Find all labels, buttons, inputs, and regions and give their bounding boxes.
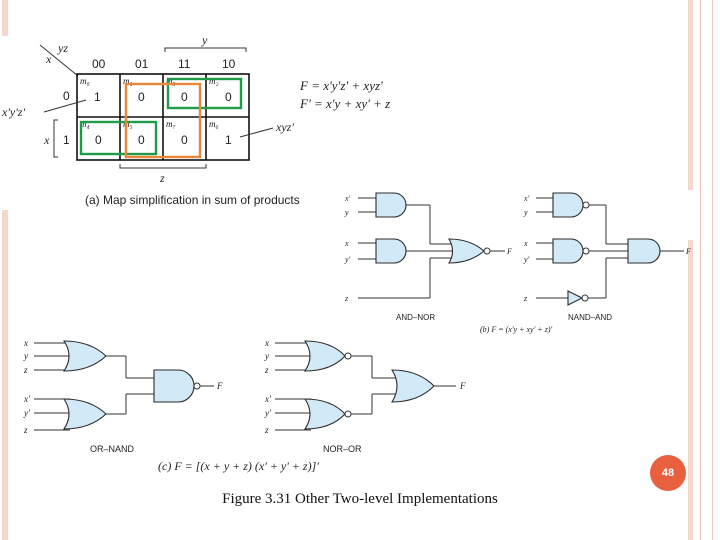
c-right-input-y: y — [264, 351, 269, 361]
equation-f-prime: F' = x'y + xy' + z — [299, 96, 390, 111]
kmap-x-label: x — [43, 133, 50, 147]
kmap-corner-diagonal — [39, 44, 79, 77]
kmap-row-header-1: 1 — [63, 133, 70, 147]
kmap-row-var: x — [45, 52, 52, 66]
c-right-output: F — [459, 381, 466, 391]
b-left-input-y: y — [344, 208, 349, 217]
kmap-cell-m2-label: m₂ — [209, 76, 219, 86]
kmap-z-brace — [119, 164, 207, 169]
b-left-input-z: z — [344, 294, 349, 303]
kmap-orange-group — [124, 82, 202, 159]
b-and-gate-out — [627, 238, 661, 264]
c-left-input-x: x — [23, 338, 28, 348]
b-label-and-nor: AND–NOR — [396, 313, 435, 322]
kmap-cell-m6-label: m₆ — [209, 119, 219, 129]
right-accent-bar-lower — [688, 240, 693, 540]
kmap-cell-m5-label: m₅ — [123, 119, 133, 129]
left-accent-bar — [2, 0, 8, 36]
c-right-input-x: x — [264, 338, 269, 348]
b-left-input-x: x — [344, 239, 349, 248]
kmap-right-term: xyz' — [275, 120, 294, 134]
c-left-input-xp: x' — [23, 394, 31, 404]
c-right-input-z: z — [264, 365, 269, 375]
b-right-input-x: x — [523, 239, 528, 248]
kmap-cell-m4-label: m₄ — [80, 119, 90, 129]
c-or-gate-out — [391, 369, 435, 403]
b-right-input-z: z — [523, 294, 528, 303]
kmap-y-brace — [164, 47, 247, 52]
b-inverter — [567, 290, 584, 306]
c-nor-gate-1 — [303, 340, 346, 372]
b-and-gate-2 — [375, 238, 407, 264]
kmap-cell-m1-label: m₁ — [123, 76, 133, 86]
c-or-gate-1 — [62, 340, 107, 372]
c-label-nor-or: NOR–OR — [323, 444, 362, 454]
c-left-output: F — [216, 381, 223, 391]
kmap-green-group-bottom — [79, 120, 158, 156]
c-left-input-z: z — [23, 365, 28, 375]
kmap-row-header-0: 0 — [63, 89, 70, 103]
kmap-col-var: yz — [57, 41, 68, 55]
c-or-gate-2 — [62, 398, 107, 430]
kmap-cell-m4-value: 0 — [95, 133, 102, 147]
kmap-y-label: y — [201, 33, 208, 47]
c-label-or-nand: OR–NAND — [90, 444, 135, 454]
c-left-input-yp: y' — [23, 408, 31, 418]
kmap-col-header-00: 00 — [92, 57, 106, 71]
kmap-col-header-10: 10 — [222, 57, 236, 71]
kmap-cell-m0-value: 1 — [94, 90, 101, 104]
b-right-input-y: y — [523, 208, 528, 217]
kmap-z-label: z — [159, 171, 165, 185]
kmap-cell-m7-label: m₇ — [166, 119, 176, 129]
kmap-cell-m1-value: 0 — [138, 90, 145, 104]
kmap-cell-m0-label: m₀ — [80, 76, 90, 86]
c-left-input-y: y — [23, 351, 28, 361]
kmap-cell-m3-value: 0 — [181, 90, 188, 104]
caption-c: (c) F = [(x + y + z) (x' + y' + z)]' — [158, 459, 319, 473]
b-label-nand-and: NAND–AND — [568, 313, 612, 322]
b-mid-output: F — [506, 247, 512, 256]
page-number-badge: 48 — [650, 455, 686, 491]
b-and-gate-1 — [375, 192, 407, 218]
caption-b: (b) F = (x'y + xy' + z)' — [480, 325, 552, 334]
b-right-output: F — [685, 247, 691, 256]
b-right-input-xp: x' — [523, 194, 530, 203]
right-accent-line-2 — [712, 0, 713, 540]
kmap-cell-m6-value: 1 — [225, 133, 232, 147]
c-right-input-yp: y' — [264, 408, 272, 418]
c-nor-gate-2 — [303, 398, 346, 430]
c-right-input-z2: z — [264, 425, 269, 435]
caption-a: (a) Map simplification in sum of product… — [85, 193, 300, 207]
equation-f: F = x'y'z' + xyz' — [299, 78, 383, 93]
c-nand-gate — [153, 369, 195, 403]
c-right-input-xp: x' — [264, 394, 272, 404]
kmap-col-header-11: 11 — [178, 57, 191, 71]
b-left-input-yp: y' — [344, 255, 351, 264]
right-accent-line — [700, 0, 701, 540]
kmap-x-brace — [53, 119, 58, 158]
kmap-cell-m7-value: 0 — [181, 133, 188, 147]
kmap-cell-m2-value: 0 — [225, 90, 232, 104]
kmap-green-group-top — [166, 77, 243, 110]
b-nor-gate — [448, 238, 485, 264]
figure-caption: Figure 3.31 Other Two-level Implementati… — [222, 491, 498, 507]
b-right-input-yp: y' — [523, 255, 530, 264]
kmap-col-header-01: 01 — [135, 57, 149, 71]
kmap-cell-m3-label: m₃ — [166, 76, 176, 86]
kmap-left-term: x'y'z' — [1, 105, 25, 119]
left-accent-bar-lower — [2, 210, 8, 540]
right-accent-bar — [688, 0, 693, 190]
kmap-cell-m5-value: 0 — [138, 133, 145, 147]
c-left-input-z2: z — [23, 425, 28, 435]
b-left-input-xp: x' — [344, 194, 351, 203]
